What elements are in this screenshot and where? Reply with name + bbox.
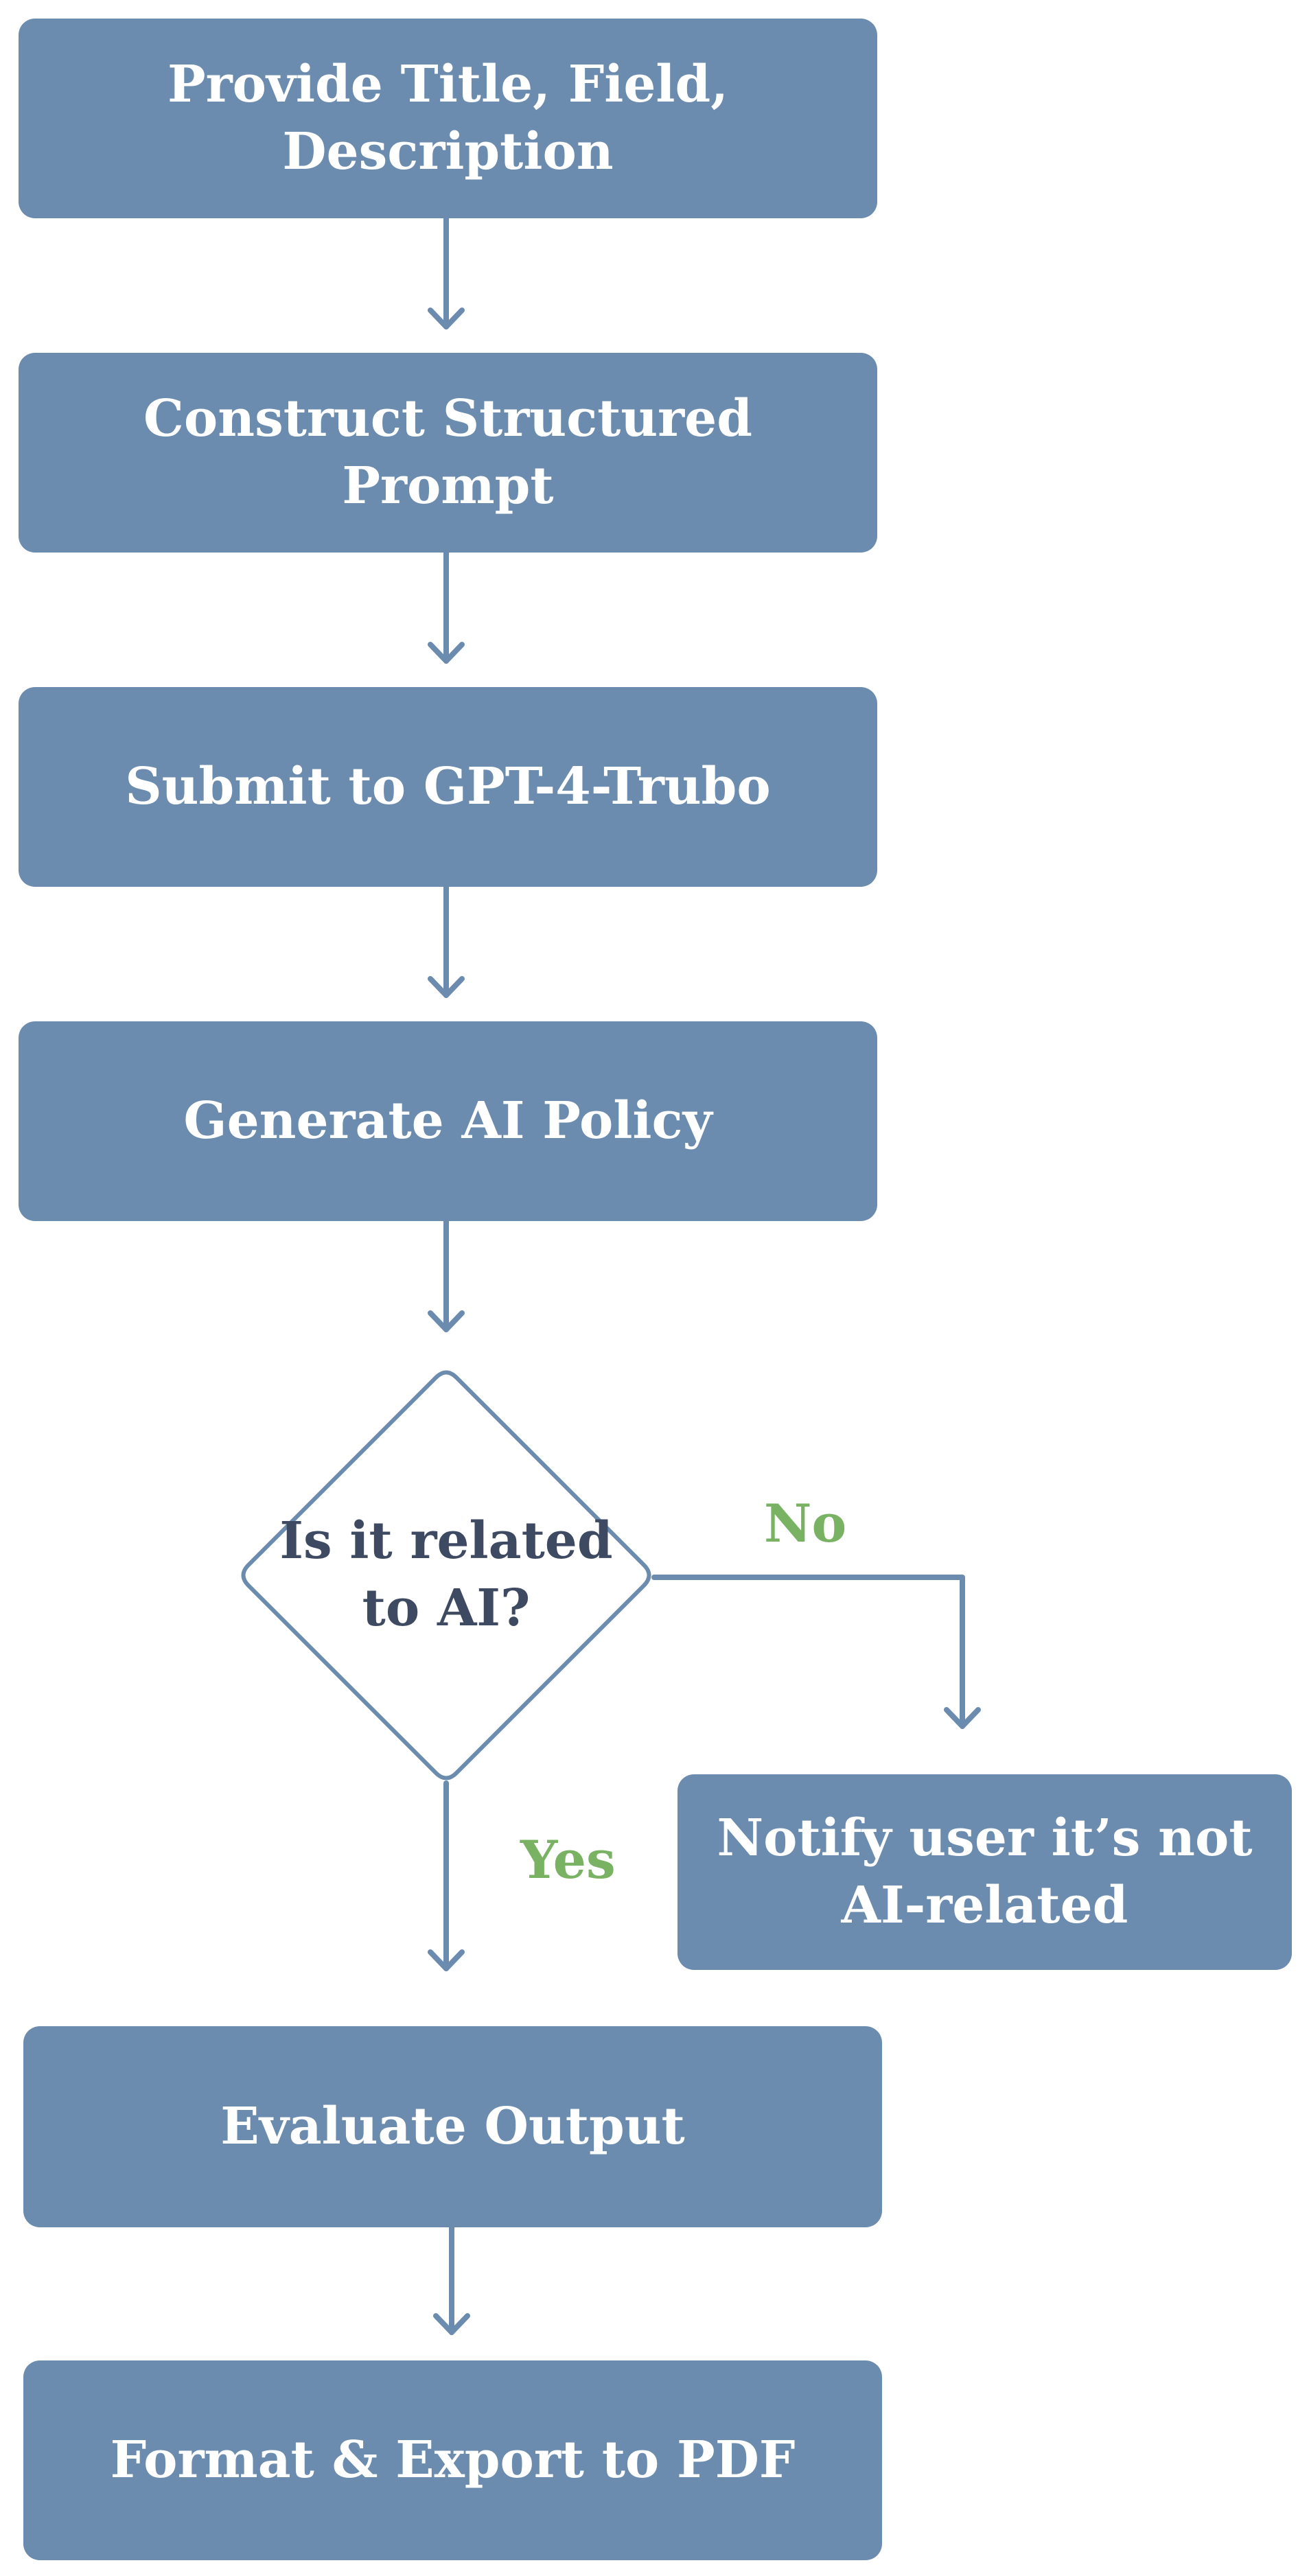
node-submit-model-label: Submit to GPT-4-Trubo <box>125 756 771 816</box>
node-format-export: Format & Export to PDF <box>23 2360 882 2560</box>
arrowhead-submit-to-generate <box>428 976 465 998</box>
arrowhead-input-to-prompt <box>428 308 465 329</box>
node-construct-prompt: Construct Structured Prompt <box>19 353 877 553</box>
node-generate-policy-label: Generate AI Policy <box>183 1091 713 1150</box>
node-provide-input: Provide Title, Field, Description <box>19 19 877 218</box>
arrow-decision-no-branch <box>651 1575 965 1729</box>
node-evaluate-output: Evaluate Output <box>23 2026 882 2227</box>
edge-label-no: No <box>764 1493 847 1554</box>
node-provide-input-label: Provide Title, Field, Description <box>167 54 729 181</box>
decision-diamond <box>241 1370 651 1780</box>
node-notify-user-label: Notify user it’s not AI-related <box>717 1808 1253 1935</box>
arrowhead-decision-yes-branch <box>428 1949 465 1971</box>
node-notify-user: Notify user it’s not AI-related <box>677 1774 1292 1970</box>
arrowhead-generate-to-decision <box>428 1310 465 1332</box>
node-construct-prompt-label: Construct Structured Prompt <box>143 388 752 515</box>
node-submit-model: Submit to GPT-4-Trubo <box>19 687 877 887</box>
arrowhead-evaluate-to-export <box>433 2313 470 2335</box>
node-evaluate-output-label: Evaluate Output <box>220 2096 685 2156</box>
arrowhead-prompt-to-submit <box>428 642 465 664</box>
edge-label-yes: Yes <box>520 1829 616 1890</box>
node-format-export-label: Format & Export to PDF <box>110 2430 796 2490</box>
node-generate-policy: Generate AI Policy <box>19 1021 877 1221</box>
decision-question: Is it related to AI? <box>279 1511 613 1638</box>
arrowhead-decision-no-branch <box>944 1707 981 1729</box>
